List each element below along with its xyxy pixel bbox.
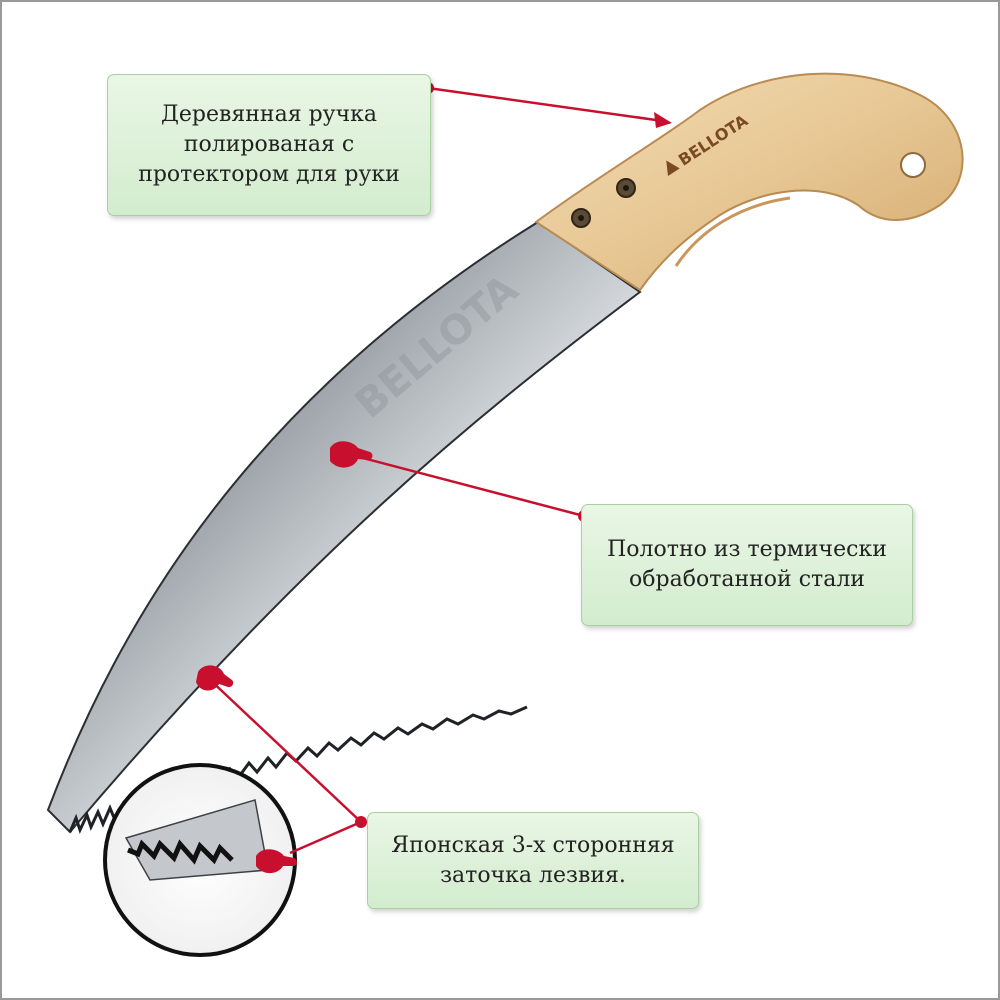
callout-teeth: Японская 3-х сторонняя заточка лезвия. bbox=[367, 812, 699, 909]
callout-handle-text: Деревянная ручка полированая с протектор… bbox=[138, 102, 400, 187]
pointing-hand-icon bbox=[196, 441, 373, 874]
callout-teeth-text: Японская 3-х сторонняя заточка лезвия. bbox=[391, 832, 675, 888]
pointer-lines bbox=[205, 86, 664, 855]
handle-guard bbox=[674, 196, 791, 267]
callout-handle: Деревянная ручка полированая с протектор… bbox=[107, 74, 431, 216]
bellota-logo-icon bbox=[666, 160, 680, 176]
handle-arrowhead bbox=[654, 112, 672, 128]
callout-blade: Полотно из термически обработанной стали bbox=[581, 504, 913, 626]
saw-blade bbox=[46, 220, 642, 834]
wooden-handle bbox=[534, 72, 964, 292]
handle-rivets bbox=[571, 178, 636, 228]
callout-blade-text: Полотно из термически обработанной стали bbox=[607, 537, 887, 592]
handle-hole bbox=[900, 152, 926, 178]
